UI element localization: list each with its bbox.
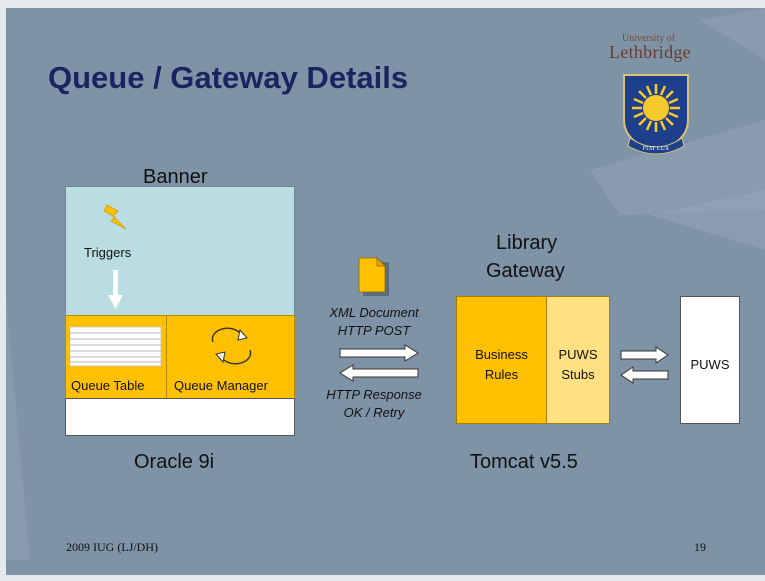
response-label: HTTP Response OK / Retry <box>304 386 444 422</box>
puws-stubs-line2: Stubs <box>561 367 595 382</box>
shield-icon: FIAT LUX <box>623 74 689 155</box>
banner-label: Banner <box>143 166 208 188</box>
logo-motto: FIAT LUX <box>643 146 670 152</box>
tomcat-caption: Tomcat v5.5 <box>470 451 578 473</box>
logo-line1: University of <box>622 33 676 44</box>
response-line2: OK / Retry <box>343 405 405 420</box>
puws-stubs-box: PUWS Stubs <box>546 296 610 424</box>
page-number: 19 <box>694 540 706 554</box>
queue-manager-label: Queue Manager <box>174 378 268 393</box>
business-rules-line2: Rules <box>484 367 519 382</box>
oracle-base-box <box>65 398 295 436</box>
response-line1: HTTP Response <box>326 387 422 402</box>
down-arrow-icon <box>108 270 123 309</box>
response-arrow-icon <box>339 364 419 382</box>
document-icon <box>358 257 389 296</box>
triggers-label: Triggers <box>84 245 132 260</box>
business-rules-box: Business Rules <box>456 296 547 424</box>
oracle-caption: Oracle 9i <box>134 451 215 473</box>
footer-text: 2009 IUG (LJ/DH) <box>66 540 158 554</box>
slide-frame-left <box>0 0 6 581</box>
request-arrow-icon <box>339 344 419 362</box>
puws-stubs-line1: PUWS <box>558 347 598 362</box>
slide-title: Queue / Gateway Details <box>48 60 409 95</box>
double-arrow-icon <box>620 346 669 384</box>
slide-frame-bottom <box>0 575 765 581</box>
gateway-title-line2: Gateway <box>486 260 565 282</box>
slide-frame-top <box>0 0 765 8</box>
queue-table-label: Queue Table <box>71 378 145 393</box>
gateway-title-line1: Library <box>496 232 558 254</box>
request-line1: XML Document <box>329 305 419 320</box>
puws-label: PUWS <box>690 357 730 372</box>
request-line2: HTTP POST <box>337 323 411 338</box>
business-rules-line1: Business <box>475 347 528 362</box>
request-label: XML Document HTTP POST <box>304 304 444 340</box>
cycle-arrows-icon <box>211 327 252 365</box>
lightning-icon <box>103 204 127 230</box>
logo-line2: Lethbridge <box>609 42 691 62</box>
puws-box: PUWS <box>680 296 740 424</box>
queue-table-rows-icon <box>69 326 162 367</box>
